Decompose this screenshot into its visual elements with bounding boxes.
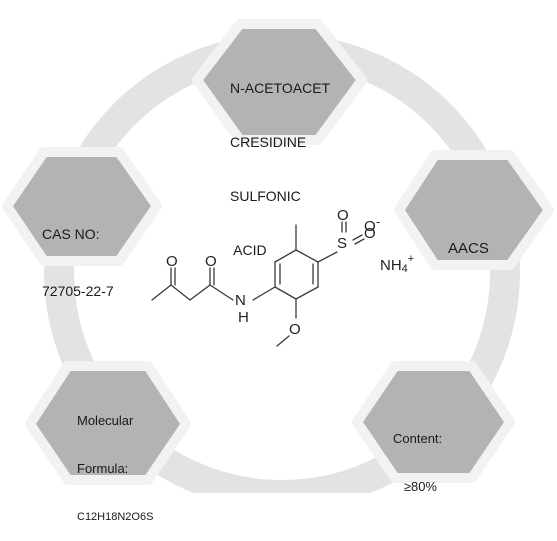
molecule-structure xyxy=(151,221,365,347)
counterion-label: NH4+ xyxy=(380,253,414,275)
bond xyxy=(189,284,211,301)
bond xyxy=(295,286,319,300)
hexagon-name xyxy=(192,19,367,145)
bond xyxy=(317,251,338,263)
formula-line: Molecular xyxy=(77,413,134,428)
counterion-base: NH xyxy=(380,257,402,274)
atom-label: O xyxy=(364,218,376,235)
content-line: ≥80% xyxy=(393,479,437,494)
bond xyxy=(352,234,363,241)
bond xyxy=(274,286,297,300)
atom-label: O xyxy=(337,207,349,224)
bond xyxy=(209,284,234,301)
product-name-line: N-ACETOACET xyxy=(230,80,331,96)
bond xyxy=(252,286,276,301)
atom-label: N xyxy=(235,292,246,309)
cas-number-label: CAS NO: 72705-22-7 xyxy=(42,187,114,320)
product-name-line: ACID xyxy=(230,242,267,258)
hexagon-cas xyxy=(2,147,162,266)
cas-number-line: CAS NO: xyxy=(42,226,100,242)
cas-number-line: 72705-22-7 xyxy=(42,283,114,299)
bond xyxy=(151,284,172,301)
counterion-superscript: + xyxy=(408,253,414,265)
hexagon-brand xyxy=(394,150,554,270)
formula-line: C12H18N2O6S xyxy=(77,511,154,523)
content-label: Content: ≥80% xyxy=(393,399,442,511)
atom-charge: - xyxy=(376,214,380,229)
atom-label: H xyxy=(238,309,249,326)
bond xyxy=(354,238,365,245)
bond xyxy=(295,249,319,263)
hexagon-content xyxy=(352,361,515,483)
counterion-subscript: 4 xyxy=(402,263,408,275)
atom-label: O xyxy=(364,225,376,242)
hexagon-formula xyxy=(25,361,191,485)
brand-line: AACS xyxy=(448,240,489,257)
atom-label: O xyxy=(205,253,217,270)
product-name-line: CRESIDINE xyxy=(230,134,307,150)
product-name-label: N-ACETOACET CRESIDINE SULFONIC ACID xyxy=(230,43,330,277)
bond xyxy=(274,249,297,263)
formula-line: Formula: xyxy=(77,461,129,476)
atom-label: O xyxy=(289,321,301,338)
product-name-line: SULFONIC xyxy=(230,188,301,204)
atom-label: S xyxy=(337,235,347,252)
atom-label: O xyxy=(166,253,178,270)
brand-label: AACS xyxy=(448,199,489,279)
formula-label: Molecular Formula: C12H18N2O6S xyxy=(77,381,153,541)
bond xyxy=(276,335,290,347)
bond xyxy=(170,284,191,301)
product-info-diagram: O O N H S O O O - O NH4+ xyxy=(2,19,554,493)
content-line: Content: xyxy=(393,431,443,446)
